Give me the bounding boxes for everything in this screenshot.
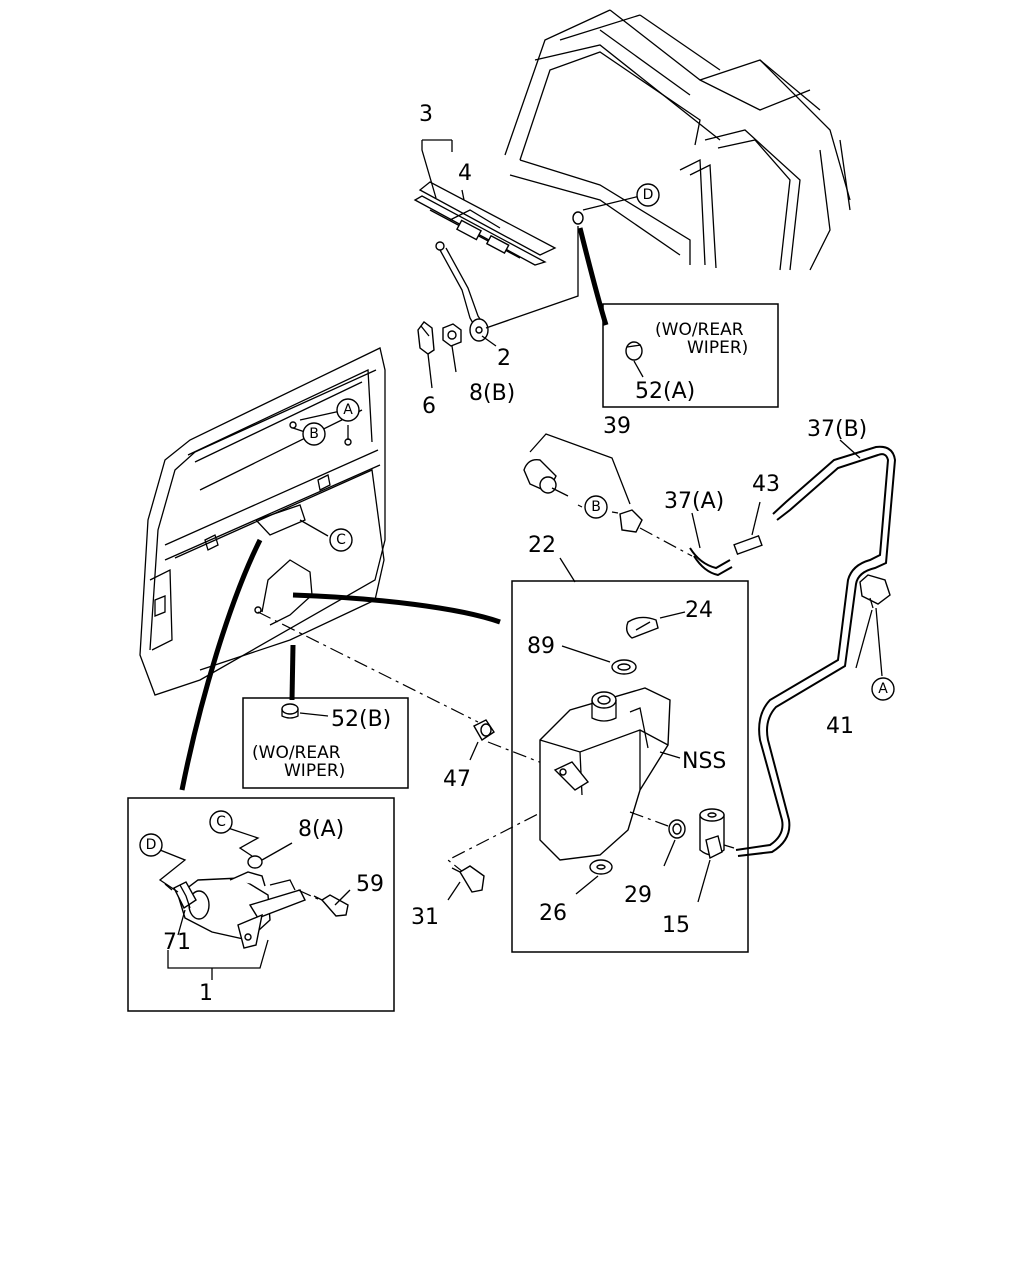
- callout-nss: NSS: [682, 749, 726, 774]
- callout-47: 47: [443, 767, 471, 792]
- inset-wo-rear-wiper-mid: 52(B) (WO/REAR WIPER): [242, 697, 409, 789]
- callout-43: 43: [752, 472, 780, 497]
- callout-22: 22: [528, 533, 556, 558]
- inset-top-line2: WIPER): [687, 338, 748, 358]
- washer-hose: [735, 445, 897, 857]
- callout-52a: 52(A): [635, 379, 695, 404]
- wiper-cap: [417, 321, 435, 355]
- callout-24: 24: [685, 598, 713, 623]
- callout-15: 15: [662, 913, 690, 938]
- ref-circle-b-nozzle: B: [584, 495, 608, 519]
- pivot-hole: [572, 211, 584, 225]
- ref-circle-c-motor: C: [209, 810, 233, 834]
- ref-circle-d-motor: D: [139, 833, 163, 857]
- svg-text:A: A: [878, 681, 888, 697]
- wiper-nut: [442, 323, 462, 347]
- washer-tank-box: [511, 580, 749, 953]
- callout-29: 29: [624, 883, 652, 908]
- svg-text:A: A: [343, 402, 353, 418]
- ref-circle-a-door: A: [336, 398, 360, 422]
- callout-89: 89: [527, 634, 555, 659]
- svg-text:B: B: [591, 499, 601, 515]
- ref-circle-c-door: C: [329, 528, 353, 552]
- inset-wo-rear-wiper-top: (WO/REAR WIPER) 52(A): [602, 303, 779, 408]
- callout-1: 1: [199, 981, 213, 1006]
- callout-2: 2: [497, 346, 511, 371]
- callout-8a: 8(A): [298, 817, 344, 842]
- inset-mid-line2: WIPER): [284, 761, 345, 781]
- callout-labels: 3 4 2 6 8(B) 39 37(B) 37(A) 43 22 24 89 …: [163, 102, 867, 1006]
- hose-clip: [855, 574, 891, 677]
- svg-text:D: D: [146, 837, 157, 853]
- ref-circle-b-door: B: [302, 422, 326, 446]
- bolt-47: [469, 719, 495, 761]
- callout-39: 39: [603, 414, 631, 439]
- callout-37b: 37(B): [807, 417, 867, 442]
- inset-wiper-motor: [127, 797, 395, 1012]
- inset-top-line1: (WO/REAR: [655, 320, 744, 340]
- callout-31: 31: [411, 905, 439, 930]
- callout-26: 26: [539, 901, 567, 926]
- hose-connector: [733, 501, 763, 556]
- hose-37a: [689, 512, 733, 577]
- svg-text:C: C: [336, 532, 346, 548]
- callout-37a: 37(A): [664, 489, 724, 514]
- callout-52b: 52(B): [331, 707, 391, 732]
- svg-text:B: B: [309, 426, 319, 442]
- ref-circle-a-hose: A: [871, 677, 895, 701]
- callout-8b: 8(B): [469, 381, 515, 406]
- svg-text:D: D: [643, 187, 654, 203]
- svg-text:C: C: [216, 814, 226, 830]
- nozzle-39: [523, 433, 693, 557]
- inset-mid-line1: (WO/REAR: [252, 743, 341, 763]
- callout-4: 4: [458, 161, 472, 186]
- wiper-blade-assembly: [413, 181, 557, 266]
- back-door: [139, 347, 386, 696]
- callout-59: 59: [356, 872, 384, 897]
- callout-6: 6: [422, 394, 436, 419]
- screw-31: [447, 865, 485, 901]
- wiper-arm: [439, 247, 489, 342]
- callout-71: 71: [163, 930, 191, 955]
- ref-circle-d-top: D: [636, 183, 660, 207]
- vehicle-rear-body: [504, 9, 851, 271]
- callout-3: 3: [419, 102, 433, 127]
- callout-41: 41: [826, 714, 854, 739]
